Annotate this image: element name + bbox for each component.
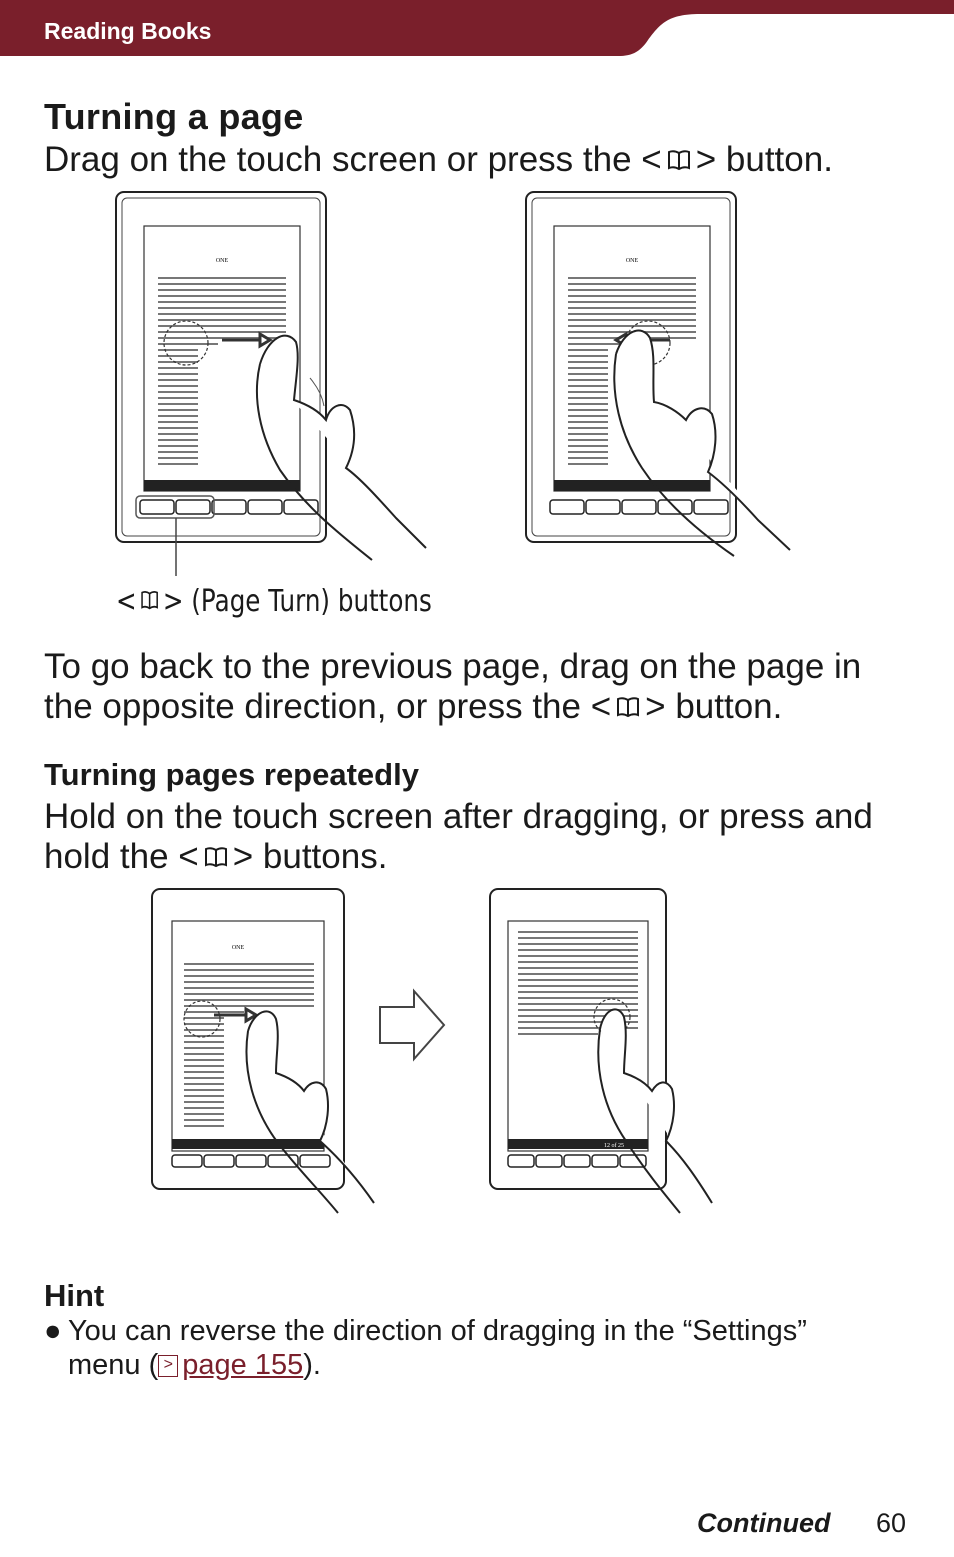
page-turn-buttons-caption: <> (Page Turn) buttons: [116, 584, 432, 620]
page-turn-icon: [140, 585, 160, 620]
go-back-text: To go back to the previous page, drag on…: [44, 647, 861, 729]
svg-text:ONE: ONE: [216, 258, 229, 264]
reader-device-after: 12 of 25: [489, 888, 713, 1214]
section-label: Reading Books: [44, 18, 212, 44]
svg-text:ONE: ONE: [626, 258, 639, 264]
intro-text: Drag on the touch screen or press the <>…: [44, 140, 833, 182]
repeat-text: Hold on the touch screen after dragging,…: [44, 797, 873, 879]
page-number: 60: [876, 1508, 907, 1538]
svg-text:ONE: ONE: [232, 945, 245, 951]
repeat-turn-illustration: ONE: [151, 888, 713, 1214]
page-turn-icon: [666, 142, 692, 182]
svg-text:12 of 25: 12 of 25: [604, 1142, 624, 1149]
drag-page-illustration: ONE: [115, 191, 791, 576]
hint-title: Hint: [44, 1278, 105, 1313]
section-title-turning-repeatedly: Turning pages repeatedly: [44, 757, 419, 792]
reader-device-before: ONE: [151, 888, 375, 1214]
link-arrow-icon: >: [158, 1355, 179, 1378]
header-bar: Reading Books: [0, 0, 954, 58]
continued-label: Continued: [697, 1508, 831, 1538]
reader-device-left: ONE: [115, 191, 427, 576]
reader-device-right: ONE: [525, 191, 791, 557]
bullet-icon: ●: [44, 1315, 62, 1347]
page-turn-icon: [615, 689, 641, 729]
page-155-link[interactable]: page 155: [182, 1349, 304, 1381]
page-turn-icon: [203, 839, 229, 879]
section-title-turning-page: Turning a page: [44, 96, 304, 137]
next-arrow-icon: [379, 988, 446, 1062]
